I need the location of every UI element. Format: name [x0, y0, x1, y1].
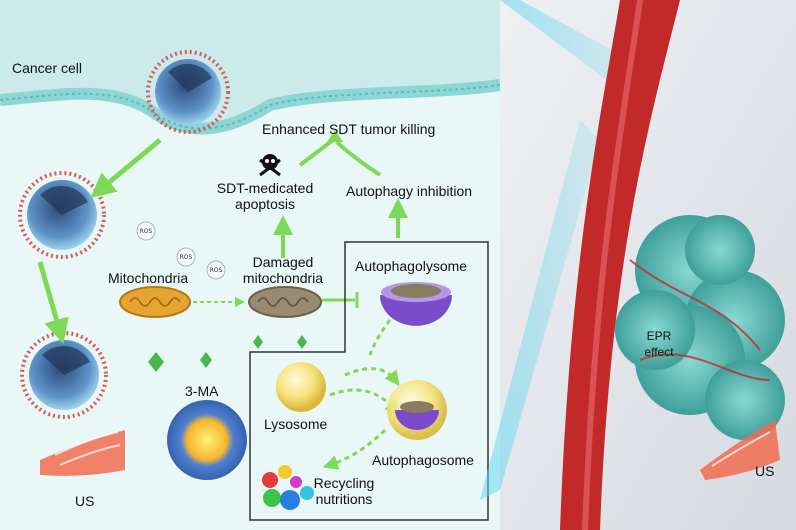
label-damaged-mitochondria: Damaged mitochondria: [242, 254, 324, 286]
label-three-ma: 3-MA: [185, 383, 219, 399]
skull-crossbones-icon: [259, 154, 281, 177]
label-cancer-cell: Cancer cell: [12, 60, 83, 76]
nanoparticle-internalized: [18, 171, 106, 259]
autophagy-box: [249, 241, 489, 521]
ultrasound-wave-icon: [40, 430, 125, 476]
autophagolysome-shape: [380, 282, 452, 326]
vessel-highlight: [582, 0, 643, 530]
nanoparticle-membrane: [146, 50, 230, 134]
mitochondria-shape: [119, 286, 191, 318]
svg-text:ROS: ROS: [140, 228, 153, 235]
label-autophagolysome: Autophagolysome: [355, 258, 468, 274]
zoom-beam-top: [500, 0, 630, 90]
label-autophagy-inhibition: Autophagy inhibition: [346, 183, 473, 199]
label-epr-effect: EPR effect: [644, 329, 674, 359]
svg-text:ROS: ROS: [180, 254, 193, 261]
ultrasound-wave-icon-right: [700, 420, 780, 480]
svg-text:ROS: ROS: [210, 267, 223, 274]
ros-bubbles: ROS ROS ROS: [136, 221, 226, 280]
three-ma-nanoparticle: [167, 400, 247, 480]
damaged-mitochondria-shape: [248, 286, 322, 318]
arrow-to-autophagosome: [344, 367, 400, 386]
autophagosome-shape: [387, 380, 447, 440]
label-autophagosome: Autophagosome: [372, 452, 474, 468]
label-recycling-nutritions: Recycling nutritions: [313, 475, 375, 507]
label-lysosome: Lysosome: [264, 416, 328, 432]
nanoparticle-sonicated: [20, 331, 108, 419]
three-ma-molecules: [148, 335, 307, 372]
nutrition-balls: [262, 465, 314, 510]
label-sdt-apoptosis: SDT-medicated apoptosis: [216, 180, 314, 212]
label-mitochondria: Mitochondria: [108, 270, 189, 286]
zoom-beam: [480, 120, 600, 500]
tumor-cluster: [615, 215, 785, 440]
label-enhanced-sdt-killing: Enhanced SDT tumor killing: [262, 121, 436, 137]
label-us-left: US: [75, 493, 95, 509]
label-us-right: US: [755, 463, 775, 479]
arrow-to-sonication: [37, 261, 69, 345]
membrane-bilayer-pattern: [0, 84, 501, 130]
lysosome-shape: [276, 362, 326, 412]
arrow-autophagolysome-recycle: [368, 319, 392, 356]
arrow-internalization: [90, 138, 162, 199]
arrowhead-killing: [327, 130, 343, 142]
